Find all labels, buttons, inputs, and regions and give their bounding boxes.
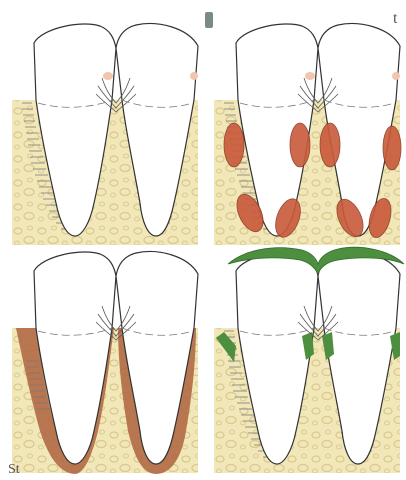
corner-mark-top-right: t (393, 10, 397, 28)
panel-brown-band (12, 252, 198, 474)
corner-mark-bottom-left: St (8, 462, 20, 478)
panel-green-crown (214, 247, 404, 473)
panel-ellipses (214, 24, 401, 245)
pink-spot (305, 72, 315, 80)
pink-spot (392, 72, 400, 80)
pink-spot (103, 72, 113, 80)
corner-mark-square (205, 12, 213, 28)
pink-spot (190, 72, 198, 80)
panel-healthy (12, 24, 198, 245)
